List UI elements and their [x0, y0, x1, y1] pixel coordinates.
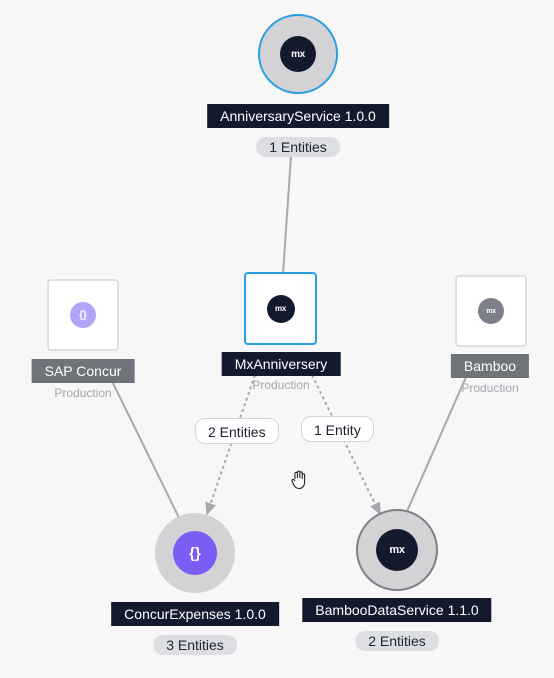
anniversary-service-node[interactable]: mx — [258, 14, 338, 94]
concur-expenses-entities-badge: 3 Entities — [153, 635, 237, 655]
edge-mx-to-concurexpenses — [205, 374, 256, 516]
concur-expenses-node[interactable]: {} — [155, 513, 235, 593]
mx-anniversery-environment: Production — [252, 378, 310, 392]
bamboo-node[interactable]: mx — [455, 275, 527, 347]
sap-concur-label[interactable]: SAP Concur — [31, 359, 135, 383]
mx-anniversery-label[interactable]: MxAnniversery — [221, 352, 341, 376]
edge-bamboo-to-bamboodataservice — [404, 376, 467, 517]
edge-sapconcur-to-concurexpenses — [109, 376, 186, 531]
mx-logo-icon: mx — [376, 529, 418, 571]
hand-cursor-icon — [290, 470, 308, 490]
edge-mx-to-bamboodataservice — [311, 374, 381, 516]
mx-logo-icon: mx — [266, 294, 295, 323]
bamboo-data-service-entities-badge: 2 Entities — [355, 631, 439, 651]
bamboo-label[interactable]: Bamboo — [450, 354, 530, 378]
code-braces-icon: {} — [173, 531, 217, 575]
edge-anniversary-to-mx — [282, 155, 292, 275]
sap-concur-environment: Production — [54, 386, 112, 400]
anniversary-service-entities-badge: 1 Entities — [256, 137, 340, 157]
mx-logo-icon: mx — [280, 36, 316, 72]
bamboo-data-service-node[interactable]: mx — [356, 509, 438, 591]
mx-anniversery-node[interactable]: mx — [244, 272, 317, 345]
edge-label-mx-to-bamboodataservice[interactable]: 1 Entity — [301, 416, 374, 442]
code-braces-icon: {} — [70, 302, 96, 328]
mx-logo-icon: mx — [478, 298, 504, 324]
concur-expenses-label[interactable]: ConcurExpenses 1.0.0 — [111, 602, 279, 626]
sap-concur-node[interactable]: {} — [47, 279, 119, 351]
anniversary-service-label[interactable]: AnniversaryService 1.0.0 — [207, 104, 389, 128]
bamboo-data-service-label[interactable]: BambooDataService 1.1.0 — [302, 598, 492, 622]
bamboo-environment: Production — [461, 381, 519, 395]
edge-label-mx-to-concurexpenses[interactable]: 2 Entities — [195, 418, 279, 444]
